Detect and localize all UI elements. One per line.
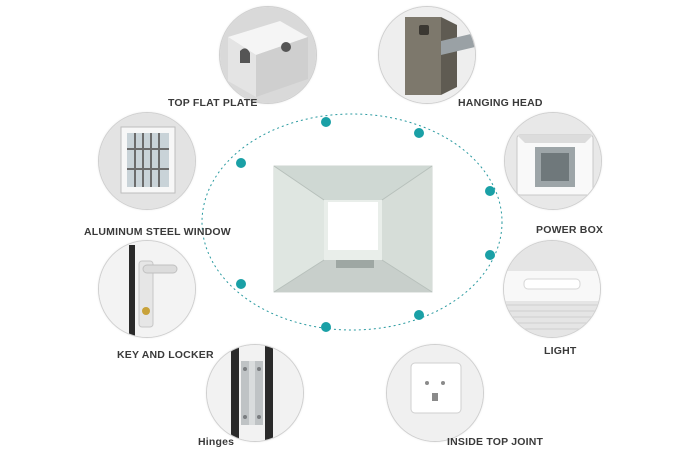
light-image <box>503 240 601 338</box>
label-hanging-head: HANGING HEAD <box>458 97 543 109</box>
hanging-head-image <box>378 6 476 104</box>
ring-dot <box>236 279 246 289</box>
ring-dot <box>236 158 246 168</box>
ring-dot <box>485 250 495 260</box>
key-and-locker-image <box>98 240 196 338</box>
ring-dot <box>414 310 424 320</box>
aluminum-steel-window-image <box>98 112 196 210</box>
ring-dot <box>321 322 331 332</box>
hinges-image <box>206 344 304 442</box>
top-flat-plate-image <box>219 6 317 104</box>
label-power-box: POWER BOX <box>536 224 604 236</box>
inside-top-joint-image <box>386 344 484 442</box>
ring-dot <box>321 117 331 127</box>
ring-dot <box>485 186 495 196</box>
power-box-image <box>504 112 602 210</box>
label-light: LIGHT <box>544 345 577 357</box>
label-hinges: Hinges <box>198 436 235 448</box>
label-key-and-locker: KEY AND LOCKER <box>117 349 214 361</box>
label-aluminum-steel-window: ALUMINUM STEEL WINDOW <box>84 226 231 238</box>
ring-dot <box>414 128 424 138</box>
label-inside-top-joint: INSIDE TOP JOINT <box>447 436 544 448</box>
label-top-flat-plate: TOP FLAT PLATE <box>168 97 258 109</box>
container-interior-image <box>270 160 436 300</box>
